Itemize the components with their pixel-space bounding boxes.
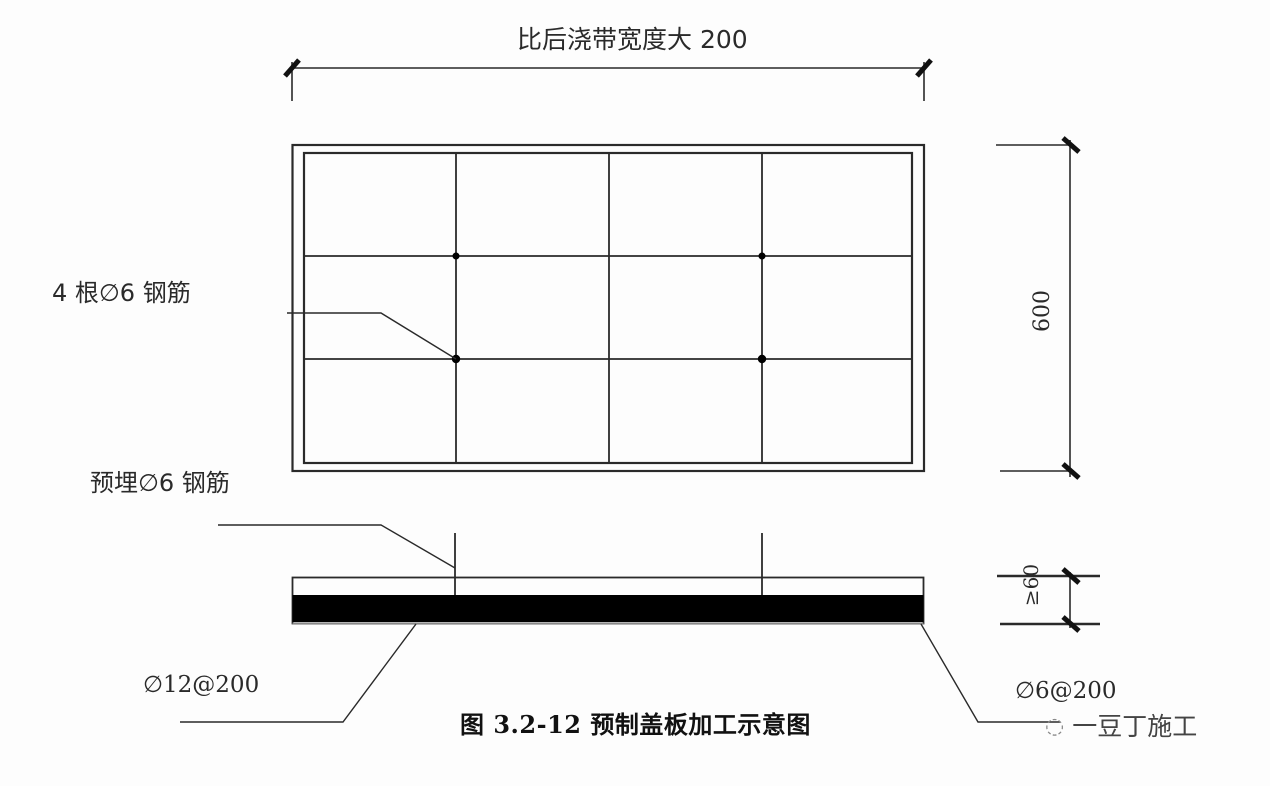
watermark: ◌ 一豆丁施工 bbox=[1045, 714, 1197, 739]
watermark-text: 一豆丁施工 bbox=[1072, 712, 1198, 741]
slab-thickness-dimension bbox=[997, 567, 1100, 633]
top-width-dimension bbox=[283, 58, 933, 101]
wechat-icon: ◌ bbox=[1045, 713, 1065, 739]
rebar4-leader bbox=[287, 312, 457, 360]
height-dimension bbox=[996, 136, 1081, 480]
rebar-grid bbox=[304, 153, 912, 463]
d12-leader bbox=[180, 623, 417, 723]
embed-leader bbox=[218, 524, 456, 569]
slab-section bbox=[291, 533, 925, 625]
plan-outer-outline bbox=[291, 143, 926, 473]
distribution-bar-label: ∅6@200 bbox=[1015, 678, 1117, 704]
slab-thickness-label: ≥60 bbox=[1019, 563, 1044, 607]
top-width-label: 比后浇带宽度大 200 bbox=[517, 25, 748, 54]
d6-leader bbox=[920, 623, 1060, 723]
height-label: 600 bbox=[1030, 290, 1055, 332]
plan-inner-outline bbox=[302, 151, 914, 465]
top-rebar-label: 4 根∅6 钢筋 bbox=[52, 279, 191, 307]
figure-caption: 图 3.2-12 预制盖板加工示意图 bbox=[460, 710, 811, 739]
main-bar-label: ∅12@200 bbox=[143, 672, 260, 698]
embedded-rebar-label: 预埋∅6 钢筋 bbox=[90, 469, 230, 497]
